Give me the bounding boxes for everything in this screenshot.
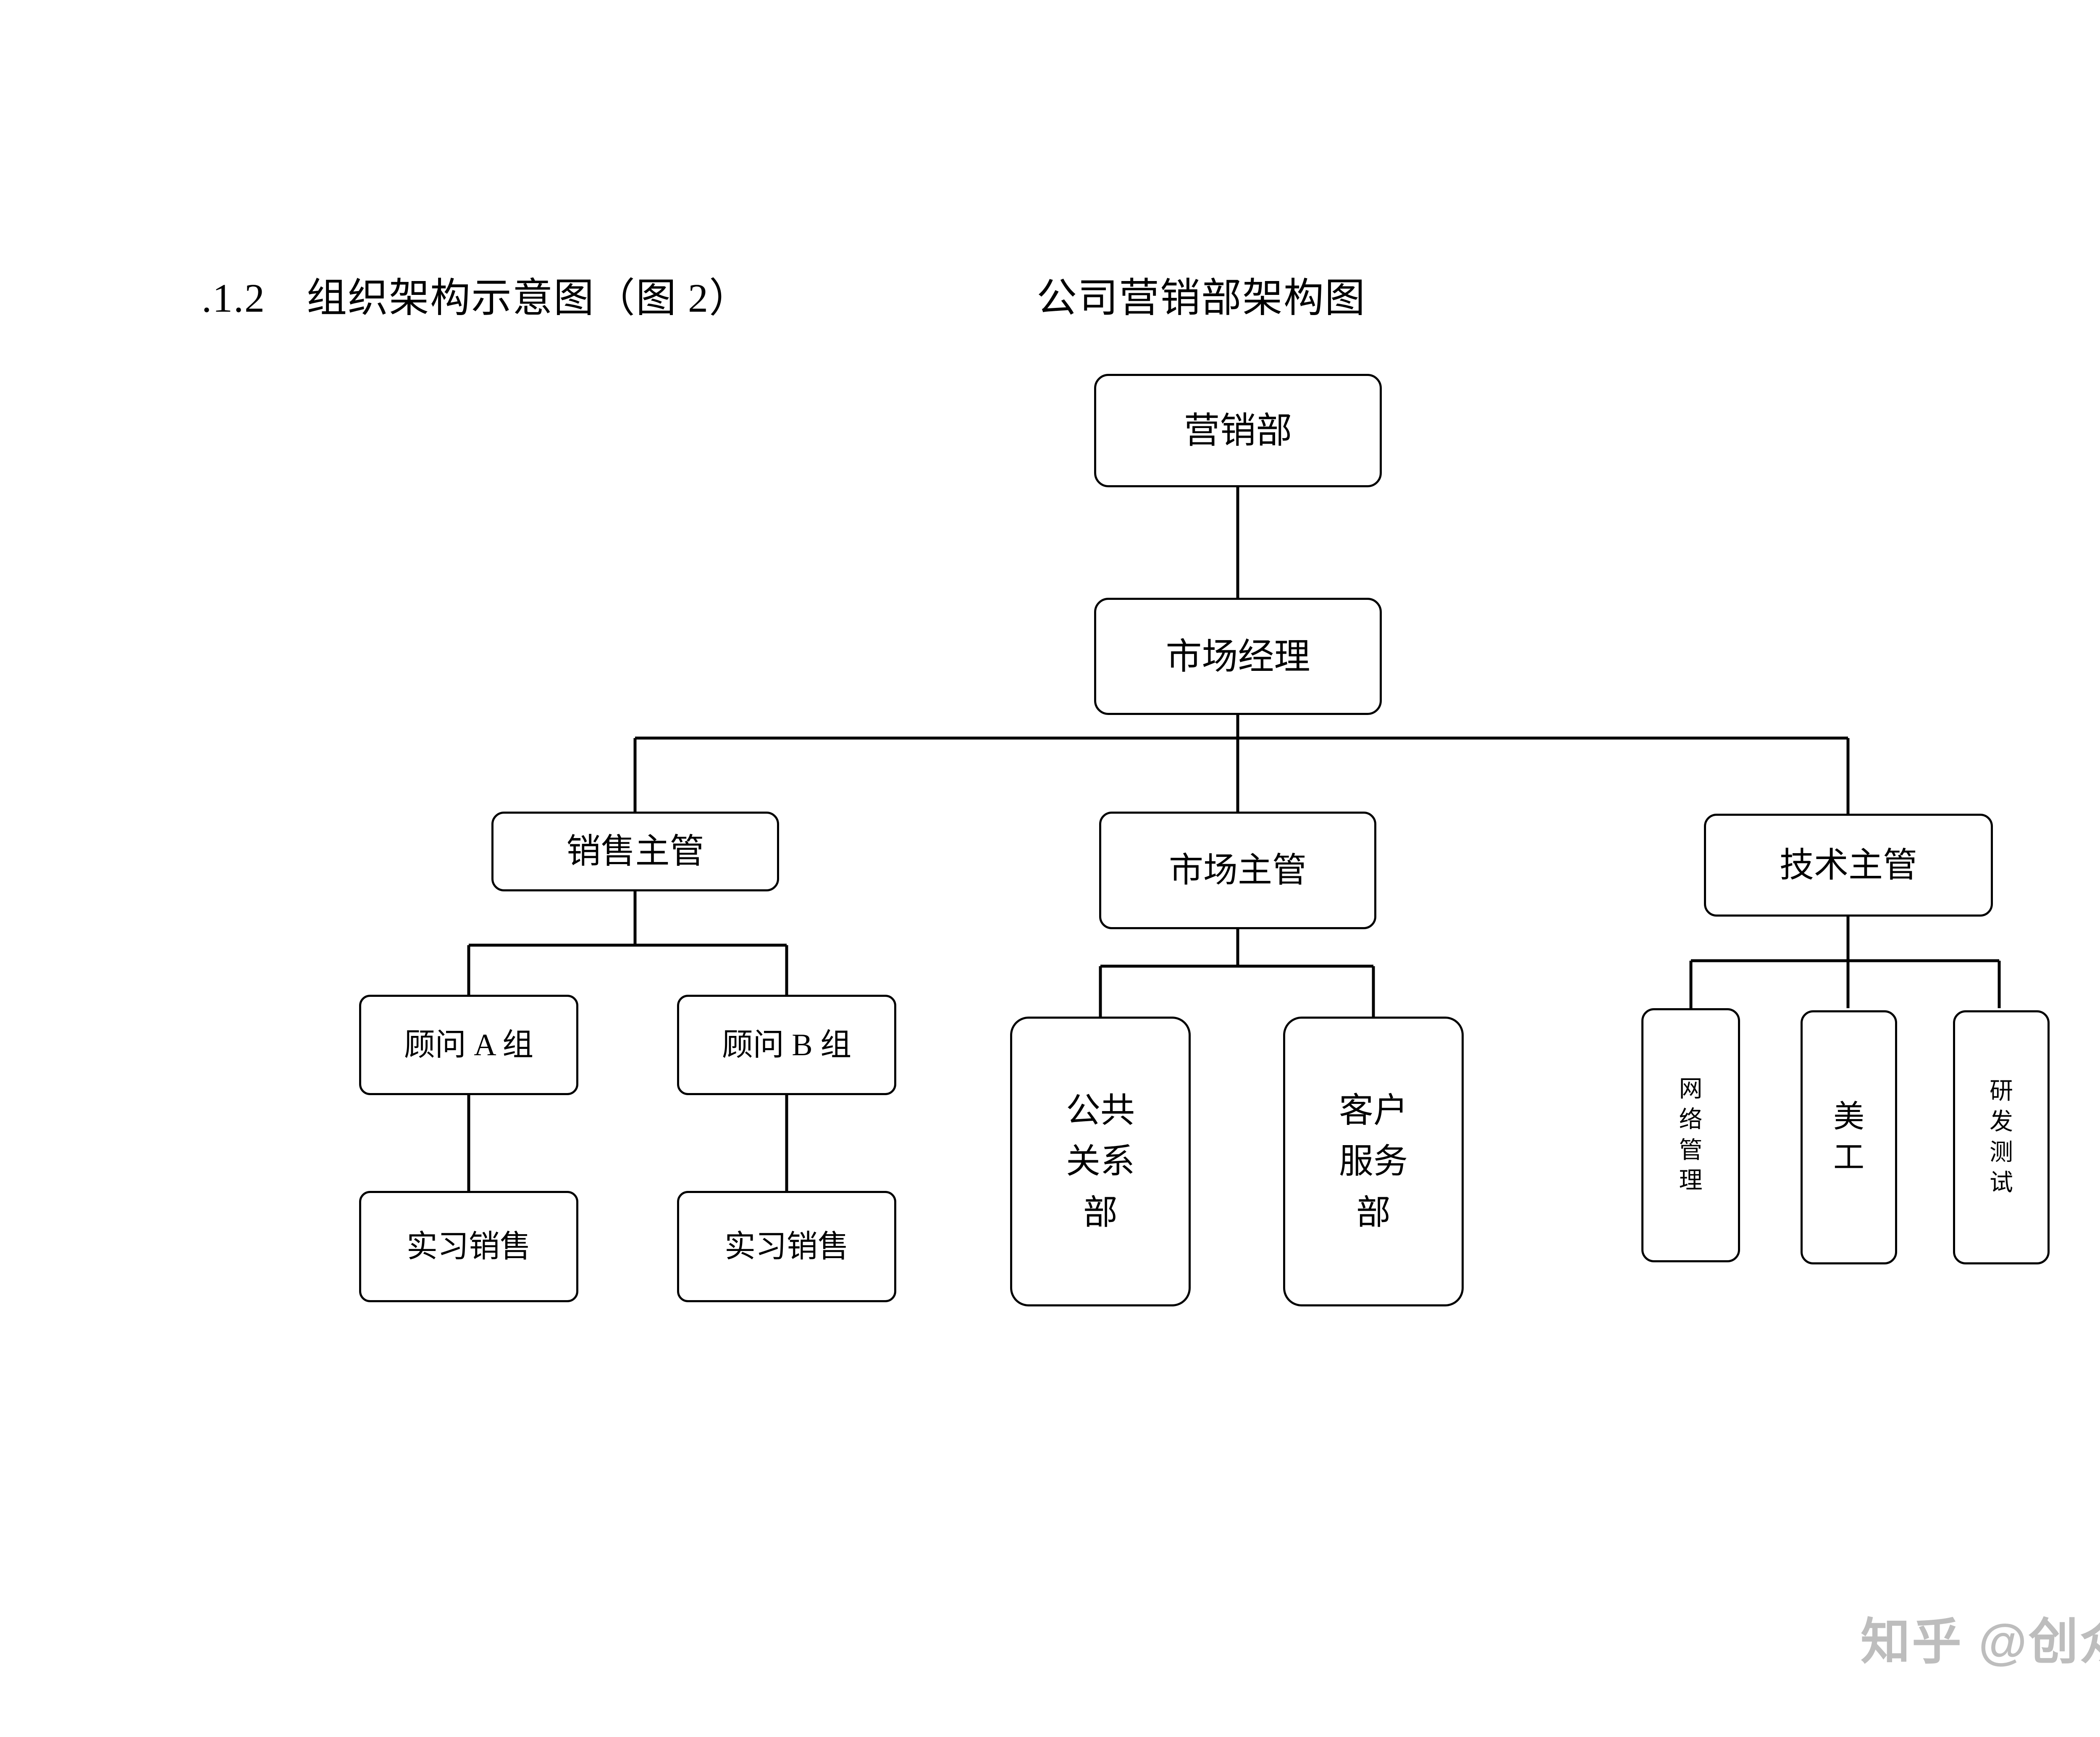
node-advisor-group-a[interactable]: 顾问 A 组 <box>359 995 578 1095</box>
node-public-relations-department[interactable]: 公共 关系 部 <box>1010 1017 1191 1306</box>
node-market-manager[interactable]: 市场经理 <box>1094 598 1382 715</box>
node-intern-sales-b[interactable]: 实习销售 <box>677 1191 896 1302</box>
node-label: 市场经理 <box>1166 636 1310 677</box>
node-label: 公共 关系 部 <box>1066 1091 1135 1232</box>
zhihu-watermark: 知乎 @创众HR <box>1861 1614 2100 1670</box>
node-rd-testing[interactable]: 研 发 测 试 <box>1953 1010 2050 1264</box>
node-sales-supervisor[interactable]: 销售主管 <box>491 812 779 891</box>
node-label: 营销部 <box>1184 410 1292 451</box>
node-advisor-group-b[interactable]: 顾问 B 组 <box>677 995 896 1095</box>
node-graphic-designer[interactable]: 美 工 <box>1801 1010 1897 1264</box>
node-label: 网 络 管 理 <box>1679 1076 1703 1194</box>
node-marketing-department[interactable]: 营销部 <box>1094 374 1382 487</box>
node-label: 美 工 <box>1833 1100 1864 1175</box>
chart-title: 公司营销部架构图 <box>1037 276 1366 321</box>
node-label: 顾问 B 组 <box>722 1027 852 1062</box>
page-header: .1.2 组织架构示意图（图 2） 公司营销部架构图 <box>0 269 2100 328</box>
node-label: 技术主管 <box>1779 846 1917 884</box>
section-title-left: .1.2 组织架构示意图（图 2） <box>202 276 750 321</box>
node-tech-supervisor[interactable]: 技术主管 <box>1704 814 1993 917</box>
node-intern-sales-a[interactable]: 实习销售 <box>359 1191 578 1302</box>
node-label: 实习销售 <box>724 1229 849 1264</box>
node-market-supervisor[interactable]: 市场主管 <box>1099 812 1376 929</box>
node-customer-service-department[interactable]: 客户 服务 部 <box>1283 1017 1464 1306</box>
node-label: 研 发 测 试 <box>1990 1078 2013 1196</box>
node-label: 客户 服务 部 <box>1339 1091 1408 1232</box>
node-label: 销售主管 <box>566 832 704 870</box>
node-network-admin[interactable]: 网 络 管 理 <box>1641 1008 1740 1262</box>
node-label: 市场主管 <box>1168 851 1307 889</box>
node-label: 顾问 A 组 <box>404 1027 534 1062</box>
node-label: 实习销售 <box>407 1229 531 1264</box>
